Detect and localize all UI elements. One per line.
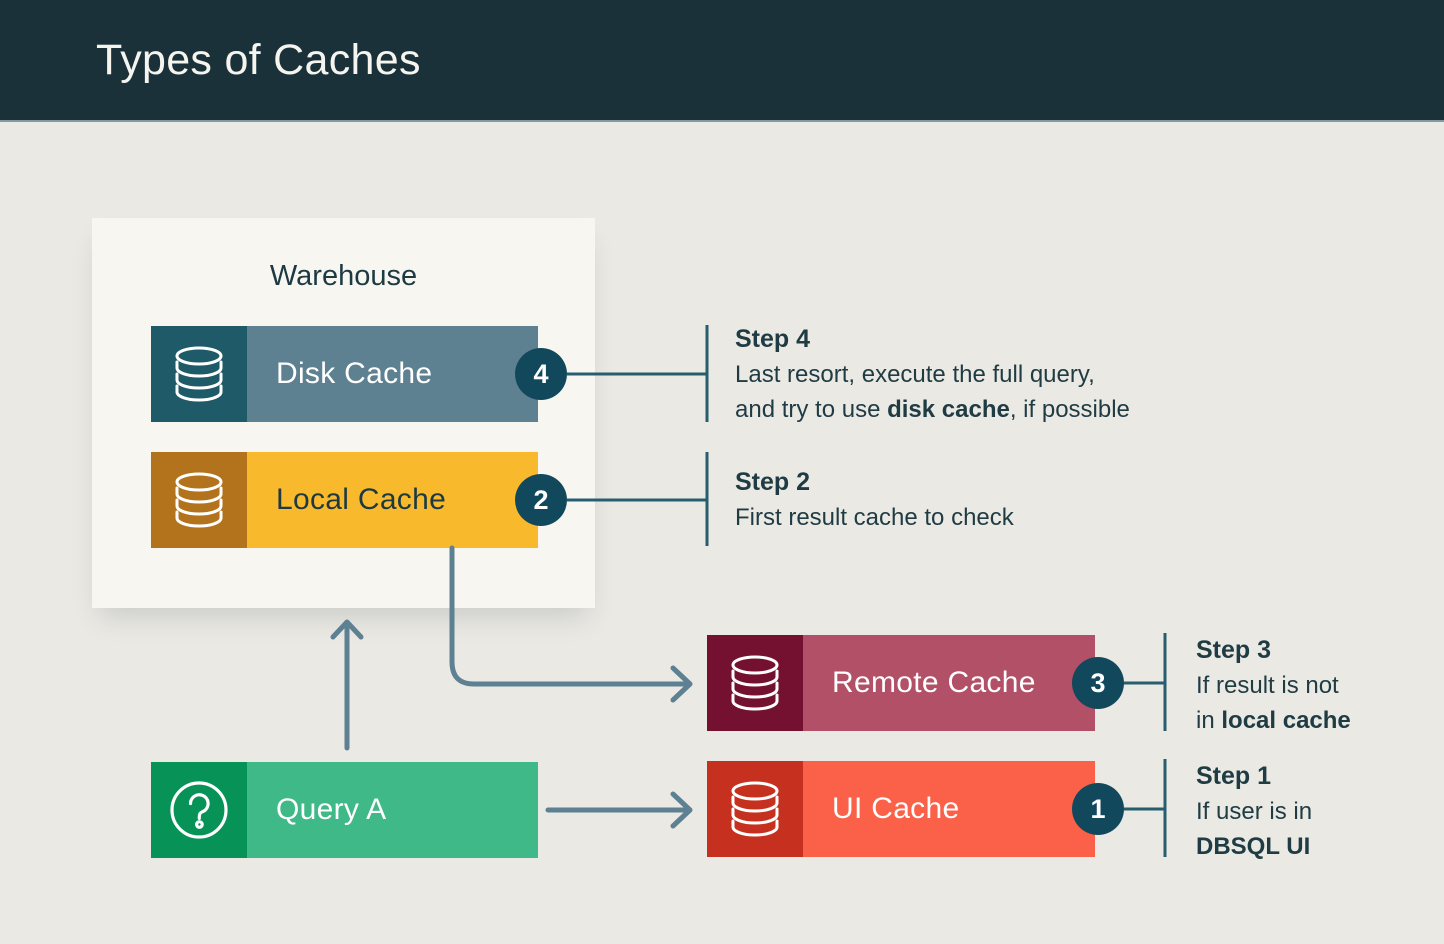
node-label: Disk Cache: [276, 357, 433, 390]
step-title: Step 1: [1196, 762, 1272, 790]
step-badge-1: 1: [1072, 783, 1124, 835]
step-title: Step 3: [1196, 636, 1272, 664]
page-title: Types of Caches: [96, 35, 421, 84]
step-3-annotation: Step 3 If result is not in local cache: [1196, 633, 1351, 738]
node-label: UI Cache: [832, 792, 960, 825]
node-label: Remote Cache: [832, 666, 1036, 699]
node-disk-cache: Disk Cache 4: [151, 326, 567, 422]
node-ui-cache: UI Cache 1: [707, 761, 1124, 857]
database-icon: [175, 346, 223, 402]
step-text-line: in local cache: [1196, 707, 1351, 734]
step-title: Step 4: [735, 325, 811, 353]
node-local-cache: Local Cache 2: [151, 452, 567, 548]
node-label: Query A: [276, 793, 387, 826]
step-badge-2: 2: [515, 474, 567, 526]
step-text-line: DBSQL UI: [1196, 833, 1311, 860]
node-remote-cache: Remote Cache 3: [707, 635, 1124, 731]
connector-step1: [1124, 759, 1167, 857]
connector-step3: [1124, 633, 1167, 731]
database-icon: [175, 472, 223, 528]
arrow-query-to-ui: [545, 791, 693, 829]
step-text-line: and try to use disk cache, if possible: [735, 396, 1130, 423]
step-text-line: If user is in: [1196, 798, 1313, 825]
step-text-line: First result cache to check: [735, 504, 1014, 531]
database-icon: [731, 781, 779, 837]
node-label: Local Cache: [276, 483, 447, 516]
step-text-line: If result is not: [1196, 672, 1339, 699]
warehouse-label: Warehouse: [269, 260, 418, 292]
step-title: Step 2: [735, 468, 811, 496]
step-2-annotation: Step 2 First result cache to check: [735, 465, 1014, 535]
question-icon: [170, 781, 228, 839]
step-badge-3: 3: [1072, 657, 1124, 709]
database-icon: [731, 655, 779, 711]
node-query-a: Query A: [151, 762, 538, 858]
header-bar: Types of Caches: [0, 0, 1444, 122]
step-text-line: Last resort, execute the full query,: [735, 361, 1095, 388]
step-badge-4: 4: [515, 348, 567, 400]
step-1-annotation: Step 1 If user is in DBSQL UI: [1196, 759, 1312, 864]
arrow-query-to-warehouse: [330, 619, 364, 751]
step-4-annotation: Step 4 Last resort, execute the full que…: [735, 322, 1130, 427]
